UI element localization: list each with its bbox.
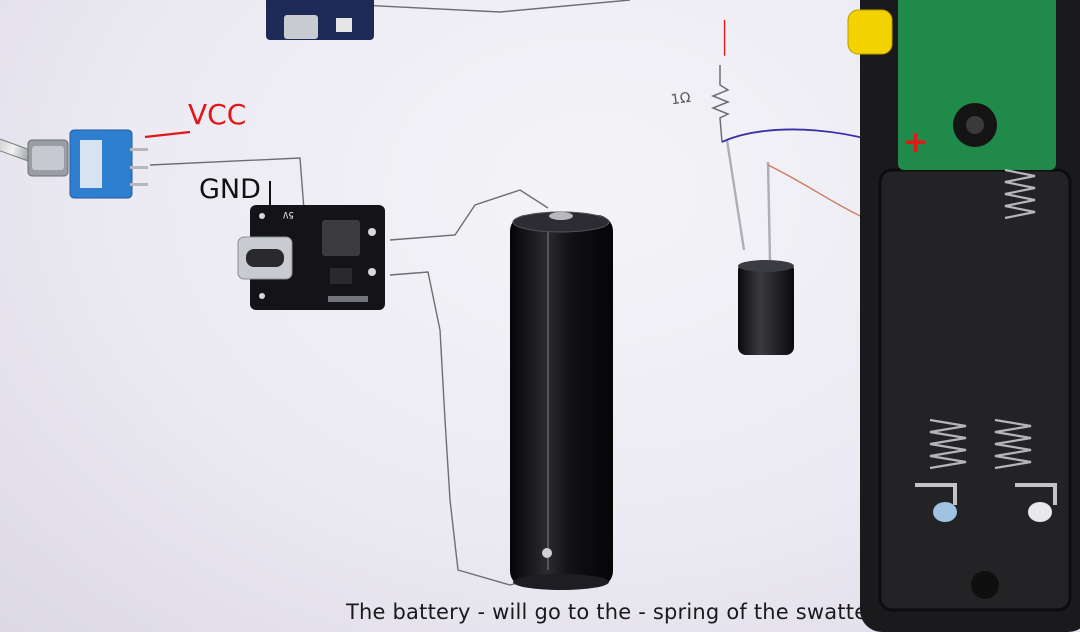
resistor-zigzag-icon xyxy=(710,65,731,143)
wire-top-board xyxy=(339,0,631,13)
board-marking: 5V xyxy=(283,209,294,219)
vcc-label: VCC xyxy=(188,98,247,131)
resistor-value-label: 1Ω xyxy=(669,89,692,109)
negative-terminal-mark: | xyxy=(722,15,727,56)
usb-c-charger-board-icon xyxy=(237,205,385,310)
wire-board-to-battery-top xyxy=(389,189,549,241)
electrolytic-capacitor-icon xyxy=(725,139,794,355)
positive-terminal-mark: + xyxy=(903,125,929,160)
swatter-battery-housing-icon xyxy=(847,0,1080,632)
vcc-leader-line xyxy=(144,130,191,139)
cylindrical-battery-icon xyxy=(510,211,613,590)
diagram-caption: The battery - will go to the - spring of… xyxy=(346,600,877,624)
toggle-switch-icon xyxy=(0,129,148,199)
wire-switch-to-board xyxy=(149,157,305,211)
wire-board-to-battery-bottom xyxy=(389,271,546,586)
top-charger-board-icon xyxy=(266,0,374,40)
gnd-label: GND xyxy=(199,174,261,205)
